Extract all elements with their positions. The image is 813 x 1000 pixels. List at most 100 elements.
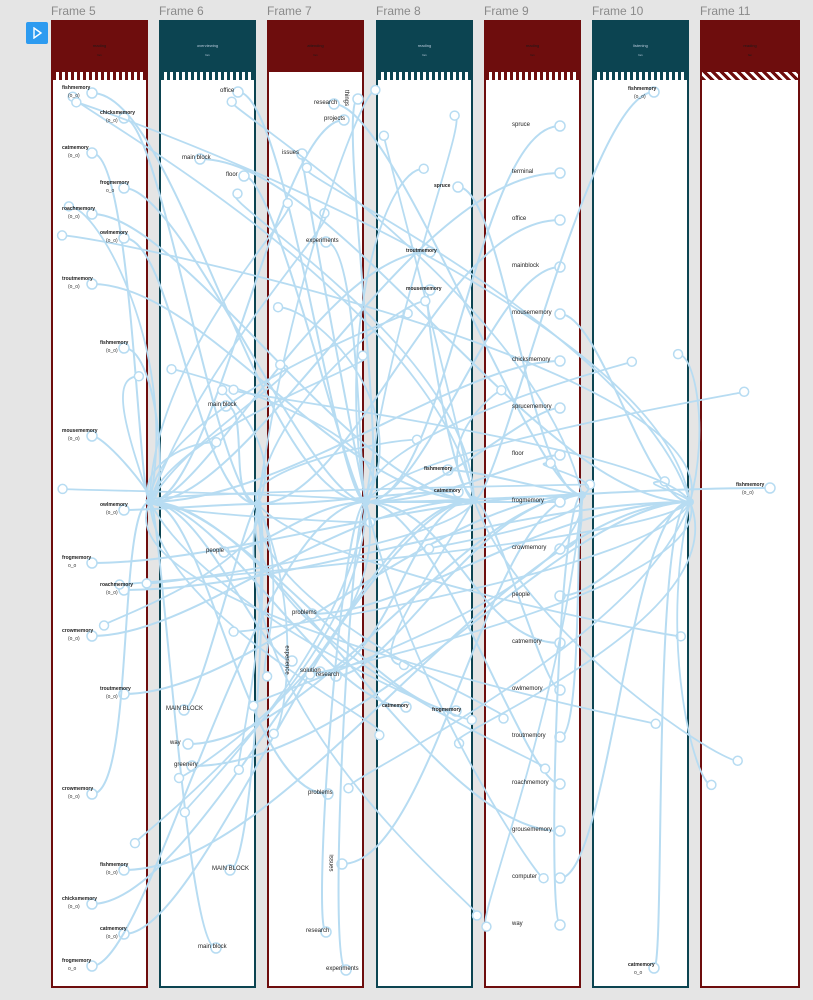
memory-node-face: (o_o)	[106, 348, 118, 354]
frame-title-5[interactable]: Frame 5	[51, 4, 96, 18]
frame9-word: troutmemory	[512, 733, 546, 739]
frame8-word: fishmemory	[424, 466, 453, 472]
frame9-word: way	[512, 921, 523, 927]
memory-node-face: (o_o)	[68, 93, 80, 99]
frame-title-7[interactable]: Frame 7	[267, 4, 312, 18]
frame9-word: sprucememory	[512, 404, 552, 410]
present-button[interactable]	[26, 22, 48, 44]
memory-node-label: catmemory	[62, 145, 89, 151]
memory-node-label: fishmemory	[736, 482, 765, 488]
frame8-word: catmemory	[434, 488, 461, 494]
frame6-word: floor	[226, 172, 238, 178]
frame-header: attending fan	[269, 20, 362, 72]
frame7-word: solution	[300, 668, 321, 674]
frame6-word: MAIN BLOCK	[166, 706, 204, 712]
frame-header: reading fan	[702, 20, 798, 72]
header-sub: fan	[205, 53, 210, 57]
memory-node-face: (o_o)	[106, 238, 118, 244]
memory-node-label: catmemory	[100, 926, 127, 932]
memory-node-face: (o_o)	[106, 870, 118, 876]
frame6-word: main block	[182, 155, 211, 161]
frame-11[interactable]: reading fan	[700, 20, 800, 988]
memory-node-face: (o_o)	[68, 636, 80, 642]
memory-node-label: roachmemory	[62, 206, 96, 212]
frame7-word: issues	[327, 854, 334, 872]
frame6-word: main block	[198, 944, 227, 950]
frame9-word: computer	[512, 874, 538, 880]
header-sub: fan	[97, 53, 102, 57]
memory-node-face: (o_o)	[634, 94, 646, 100]
memory-node-label: crowmemory	[62, 786, 94, 792]
frame-header: listening fan	[594, 20, 687, 72]
checker-border	[486, 72, 579, 80]
memory-node-label: catmemory	[628, 962, 655, 968]
frame9-word: owlmemory	[512, 686, 543, 692]
frame-title-8[interactable]: Frame 8	[376, 4, 421, 18]
frame-9[interactable]: reading fan	[484, 20, 581, 988]
memory-node-face: (o_o)	[742, 490, 754, 496]
connection-node	[471, 910, 483, 921]
memory-node-label: mousememory	[62, 428, 98, 434]
memory-node-label: fishmemory	[62, 85, 91, 91]
frame7-word: problems	[292, 610, 317, 616]
connection-node	[364, 517, 376, 528]
frame7-word: things	[343, 89, 350, 107]
frame-title-11[interactable]: Frame 11	[700, 4, 751, 18]
header-sub: fan	[638, 53, 643, 57]
frame-header: reading fan	[486, 20, 579, 72]
frame7-word: issues	[282, 150, 300, 156]
frame-header: overviewing fan	[161, 20, 254, 72]
header-label: reading	[743, 43, 757, 48]
checker-border	[378, 72, 471, 80]
frame7-word: problems	[308, 790, 333, 796]
frame9-word: spruce	[512, 122, 531, 128]
frame7-word: research	[306, 928, 330, 934]
memory-node-label: owlmemory	[100, 230, 128, 236]
memory-node-label: frogmemory	[100, 180, 130, 186]
memory-node-label: crowmemory	[62, 628, 94, 634]
frame6-word: way	[170, 740, 181, 746]
frame-title-9[interactable]: Frame 9	[484, 4, 529, 18]
memory-node-face: (o_o)	[68, 904, 80, 910]
frame-header: reading fan	[378, 20, 471, 72]
memory-node-face: (o_o)	[106, 694, 118, 700]
frame-6[interactable]: overviewing fan	[159, 20, 256, 988]
frame8-word: catmemory	[382, 703, 409, 709]
frame9-word: roachmemory	[512, 780, 549, 786]
memory-node-face: o_o	[68, 563, 77, 569]
frame8-word: spruce	[434, 183, 451, 189]
memory-node-label: fishmemory	[100, 340, 129, 346]
memory-node-label: frogmemory	[62, 555, 92, 561]
frame-7[interactable]: attending fan	[267, 20, 364, 988]
frame9-word: terminal	[512, 169, 534, 175]
memory-node-label: troutmemory	[62, 276, 93, 282]
memory-node-face: (o_o)	[68, 794, 80, 800]
frame9-word: crowmemory	[512, 545, 547, 551]
memory-node-label: roachmemory	[100, 582, 134, 588]
frame-8[interactable]: reading fan	[376, 20, 473, 988]
frame6-word: people	[206, 548, 225, 554]
header-label: attending	[307, 43, 324, 48]
memory-node-label: chicksmemory	[100, 110, 136, 116]
frame-10[interactable]: listening fan	[592, 20, 689, 988]
header-label: reading	[525, 43, 540, 48]
frame-title-6[interactable]: Frame 6	[159, 4, 204, 18]
memory-node-label: fishmemory	[100, 862, 129, 868]
checker-border	[161, 72, 254, 80]
frame-title-10[interactable]: Frame 10	[592, 4, 644, 18]
frame9-word: floor	[512, 451, 524, 457]
frame6-word: main block	[208, 402, 237, 408]
frame6-word: office	[220, 88, 235, 94]
memory-node-face: (o_o)	[106, 510, 118, 516]
frame8-word: troutmemory	[406, 248, 437, 254]
memory-node-face: (o_o)	[68, 436, 80, 442]
checker-border	[702, 72, 798, 80]
play-icon	[33, 27, 43, 39]
header-sub: fan	[422, 53, 427, 57]
frame8-word: frogmemory	[432, 707, 462, 713]
header-sub: fan	[530, 53, 535, 57]
memory-node-label: fishmemory	[628, 86, 657, 92]
checker-border	[53, 72, 146, 80]
frame8-word: mousememory	[406, 286, 442, 292]
memory-node-face: (o_o)	[68, 153, 80, 159]
